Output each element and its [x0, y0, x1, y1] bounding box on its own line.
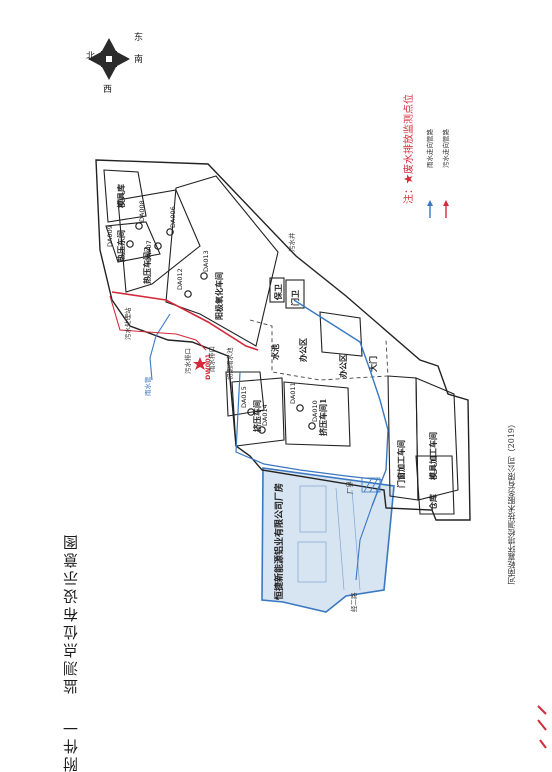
- point-da015: [247, 408, 255, 416]
- compass-north: 北: [86, 51, 95, 62]
- point-da010: [308, 422, 316, 430]
- building-mold-store: [103, 169, 147, 223]
- label-pool: 水池: [270, 344, 280, 361]
- legend-waste-label: 污水走向管路: [441, 129, 450, 169]
- label-fence: 厂界: [346, 481, 354, 495]
- office-area-dashed: [249, 319, 389, 381]
- rain-outlet-leader: [355, 505, 373, 581]
- legend-star-icon: ★: [404, 174, 415, 184]
- site-boundary: [95, 159, 471, 521]
- label-pipe-east: 污水井: [287, 232, 296, 252]
- red-stamp-mark: [537, 705, 547, 749]
- footer-company: 河南乾嘉环境检测技术服务有限公司（2019）: [507, 420, 516, 585]
- legend-note: 注：★废水排放监测点位: [402, 94, 415, 204]
- building-press-b: [283, 381, 351, 447]
- label-da008: DA008: [138, 200, 146, 222]
- rain-pipe-west: [149, 313, 171, 381]
- point-da012: [184, 290, 192, 298]
- point-da009: [126, 240, 134, 248]
- label-waste-outlet: 污水排口: [183, 348, 192, 374]
- label-dw001: DW001: [204, 353, 212, 380]
- label-press-a: 挤压车间: [252, 400, 262, 432]
- label-oxidation: 阳极氧化车间: [214, 272, 224, 320]
- label-tank: 初期雨水池: [225, 347, 234, 380]
- site-map-page: 附件一监测点位布设示意图 北 东 南 西: [62, 31, 547, 772]
- point-da013: [200, 272, 208, 280]
- rain-pipe-line: [293, 299, 389, 507]
- waste-pipe-line-2: [109, 295, 207, 351]
- label-da010: DA010: [311, 400, 319, 422]
- compass-icon: [88, 38, 130, 80]
- label-press-b: 挤压车间1: [318, 398, 328, 436]
- label-da006: DA006: [169, 206, 177, 228]
- legend-rain-label: 雨水走向管路: [425, 129, 434, 169]
- outlet-hatch-markers: [361, 477, 381, 493]
- legend-rain-arrow-icon: [427, 200, 433, 206]
- label-da011: DA011: [289, 382, 297, 404]
- building-warehouse: [415, 455, 455, 515]
- compass-east: 东: [134, 31, 143, 43]
- rain-pipe-line-2: [235, 371, 383, 481]
- label-warehouse: 仓库: [428, 494, 438, 511]
- label-da013: DA013: [202, 250, 210, 272]
- label-da015: DA015: [240, 386, 248, 408]
- site-layout-diagram: 北 东 南 西: [86, 31, 547, 749]
- label-molding: 模具库: [116, 184, 126, 208]
- point-da007: [154, 242, 162, 250]
- point-da008: [135, 222, 143, 230]
- building-guard-2: [285, 279, 305, 309]
- label-da009: DA009: [106, 225, 114, 247]
- label-forging-2: 热压车间2: [142, 246, 152, 284]
- building-press-a: [231, 377, 285, 447]
- label-office-a: 办公区: [298, 338, 308, 362]
- label-neighbor: 恒捷新能源铝业有限公司厂房: [273, 483, 285, 600]
- label-road-south: 经二路: [349, 592, 358, 612]
- building-mold-workshop: [415, 377, 459, 501]
- point-da014: [258, 426, 266, 434]
- point-da006: [166, 228, 174, 236]
- label-rain-outlet: 雨水排口: [207, 346, 216, 372]
- label-office-b: 办公区: [338, 354, 348, 378]
- label-extrusion: 门窗加工车间: [396, 440, 406, 488]
- building-water: [319, 311, 363, 357]
- compass-south: 南: [134, 53, 143, 65]
- label-mold-workshop: 模具加工车间: [428, 432, 438, 480]
- label-da014: DA014: [261, 404, 269, 426]
- neighbor-internal-lines: [297, 485, 361, 591]
- legend: 注：★废水排放监测点位 雨水走向管路 污水走向管路: [402, 94, 450, 218]
- label-da012: DA012: [176, 268, 184, 290]
- building-tank: [225, 371, 265, 417]
- label-gate: 大门: [368, 356, 378, 372]
- label-guard-1: 保卫: [273, 284, 283, 301]
- waste-pipe-line: [111, 291, 259, 351]
- label-forging-east: 热压东间: [116, 230, 126, 262]
- label-guard-2: 门卫: [290, 290, 300, 306]
- building-oxidation: [165, 175, 279, 347]
- dw001-star-icon: [193, 357, 207, 370]
- legend-waste-arrow-icon: [443, 200, 449, 206]
- neighbor-company-area: [261, 467, 395, 613]
- building-forging-east: [105, 221, 161, 263]
- label-pipe-rain: 雨水管: [143, 376, 152, 396]
- building-guard-1: [269, 277, 285, 303]
- label-water-station: 污水处理站: [123, 307, 132, 340]
- label-da007: DA007: [145, 240, 153, 262]
- legend-note-text: 废水排放监测点位: [402, 94, 415, 174]
- legend-note-prefix: 注：: [402, 184, 415, 204]
- compass-west: 西: [103, 84, 112, 95]
- building-forging: [117, 189, 201, 293]
- point-da011: [296, 404, 304, 412]
